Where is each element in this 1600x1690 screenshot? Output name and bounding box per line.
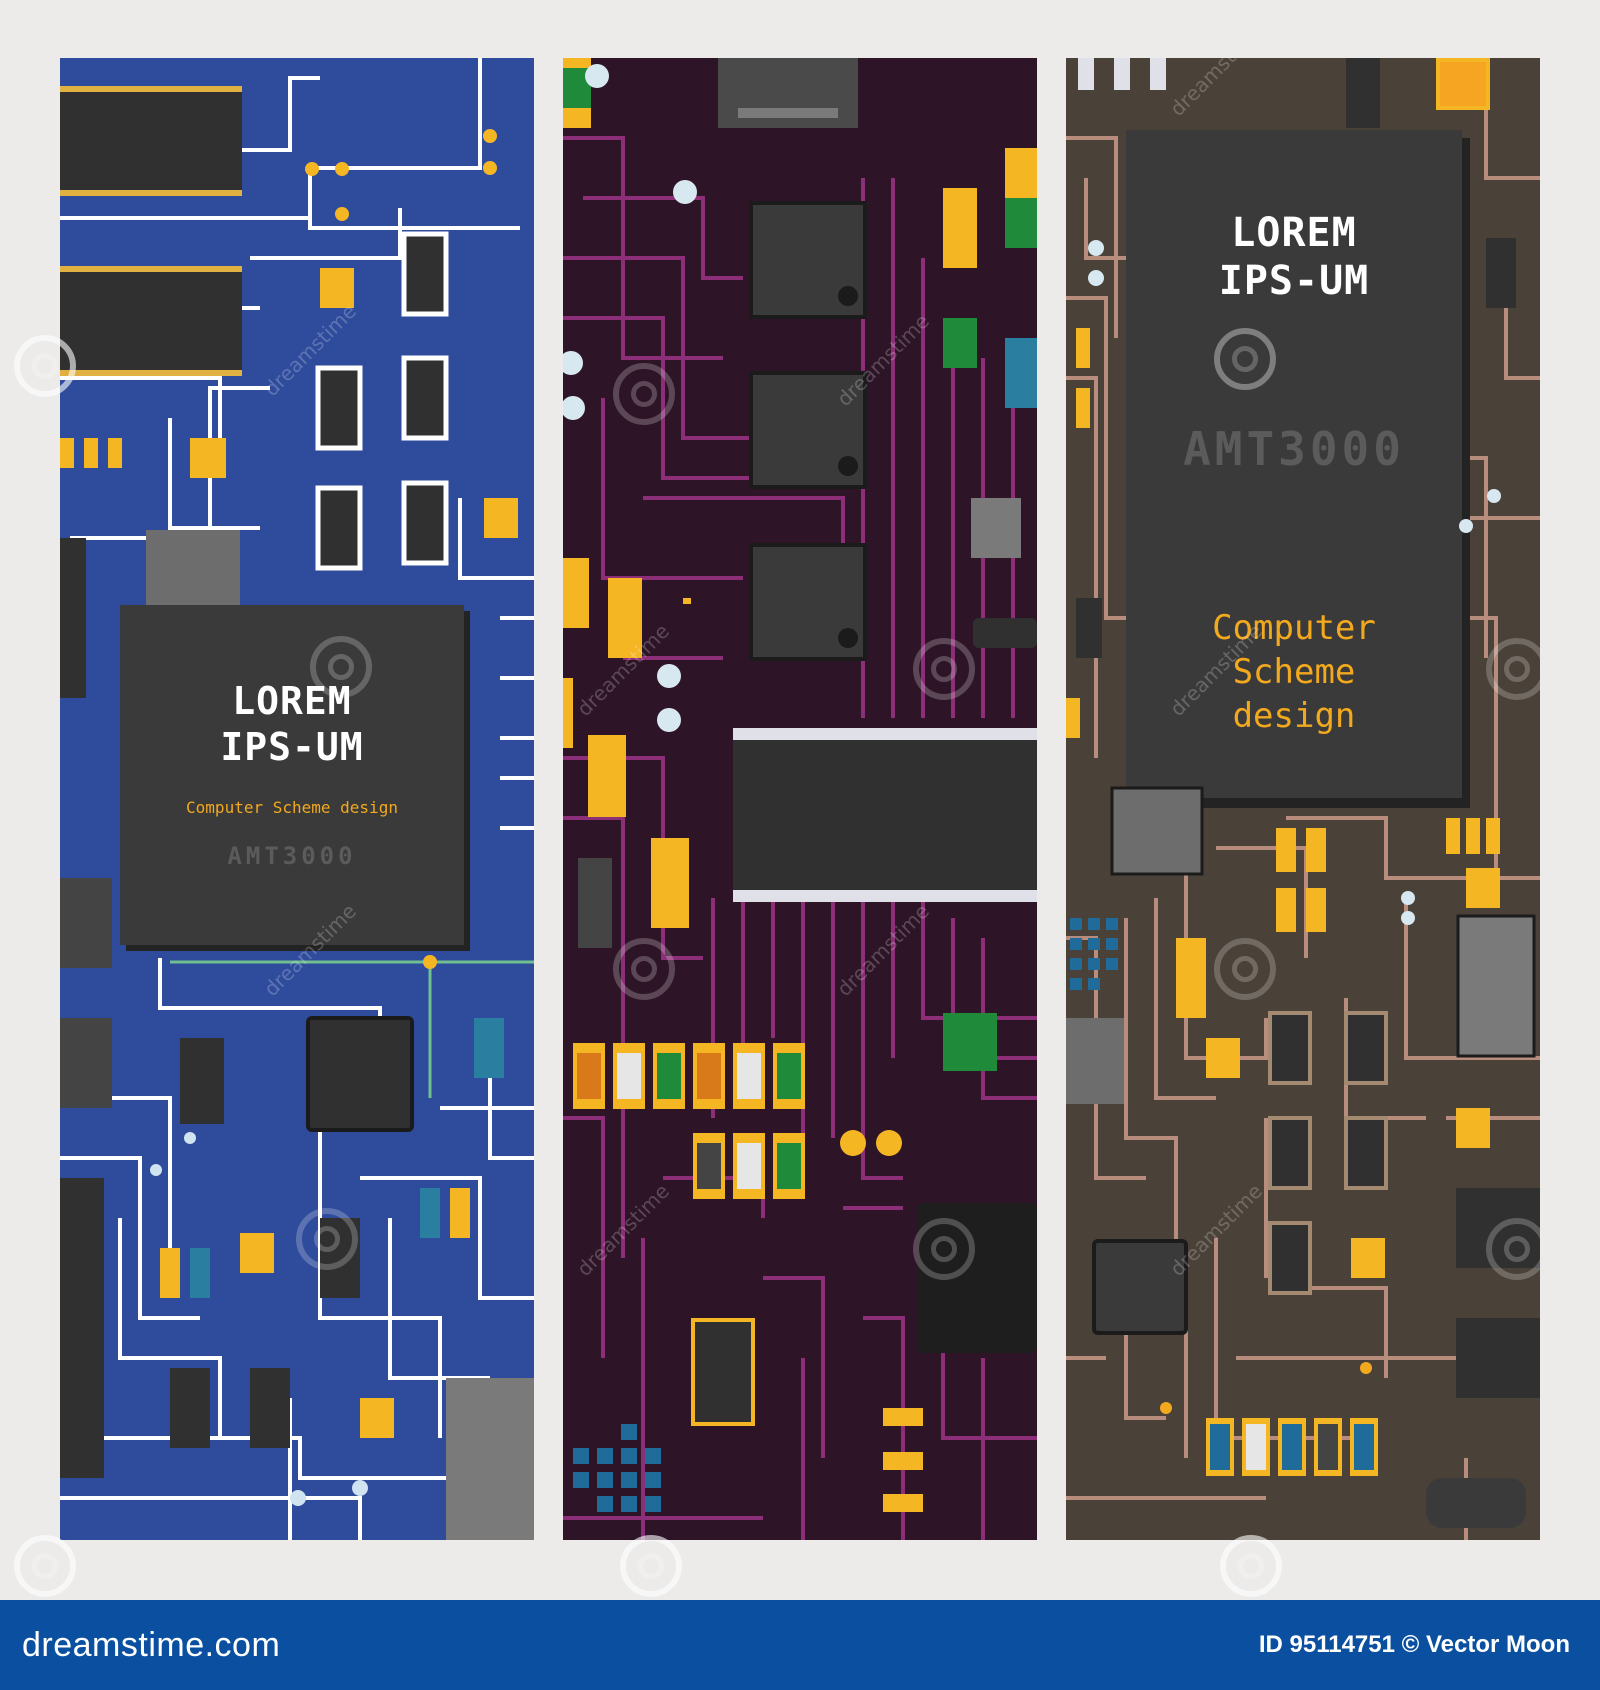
purple-board-traces [563, 58, 1037, 1540]
watermark-spiral-icon [913, 638, 975, 700]
banner-blue: LOREM IPS-UM Computer Scheme design AMT3… [60, 58, 534, 1540]
watermark-spiral-icon [1486, 1218, 1540, 1280]
banner-purple: dreamstime dreamstime dreamstime dreamst… [563, 58, 1037, 1540]
watermark-spiral-icon [913, 1218, 975, 1280]
watermark-spiral-icon [1214, 938, 1276, 1000]
chip-title-line1: LOREM [1231, 210, 1357, 256]
watermark-spiral-icon [14, 1535, 76, 1597]
chip-title-line1: LOREM [232, 679, 352, 723]
chip-subtitle-line2: Scheme [1232, 652, 1356, 692]
watermark-spiral-icon [613, 938, 675, 1000]
watermark-spiral-icon [1486, 638, 1540, 700]
banner-brown: LOREM IPS-UM AMT3000 Computer Scheme des… [1066, 58, 1540, 1540]
watermark-spiral-icon [1214, 328, 1276, 390]
watermark-spiral-icon [14, 335, 76, 397]
chip-subtitle: Computer Scheme design [186, 798, 398, 817]
watermark-spiral-icon [620, 1535, 682, 1597]
image-credit: ID 95114751 © Vector Moon [1258, 1631, 1570, 1658]
chip-subtitle-line3: design [1232, 696, 1356, 736]
blue-board-traces [60, 58, 534, 1540]
watermark-spiral-icon [310, 636, 372, 698]
chip-subtitle-line1: Computer [1212, 608, 1376, 648]
watermark-spiral-icon [1220, 1535, 1282, 1597]
watermark-spiral-icon [296, 1208, 358, 1270]
chip-code: AMT3000 [1183, 422, 1405, 476]
brand-logo[interactable]: dreamstime.com [22, 1626, 281, 1664]
chip-code: AMT3000 [227, 842, 357, 870]
footer-bar: dreamstime.com ID 95114751 © Vector Moon [0, 1600, 1600, 1690]
chip-title-line2: IPS-UM [220, 725, 364, 769]
watermark-spiral-icon [613, 363, 675, 425]
chip-title-line2: IPS-UM [1218, 258, 1370, 304]
